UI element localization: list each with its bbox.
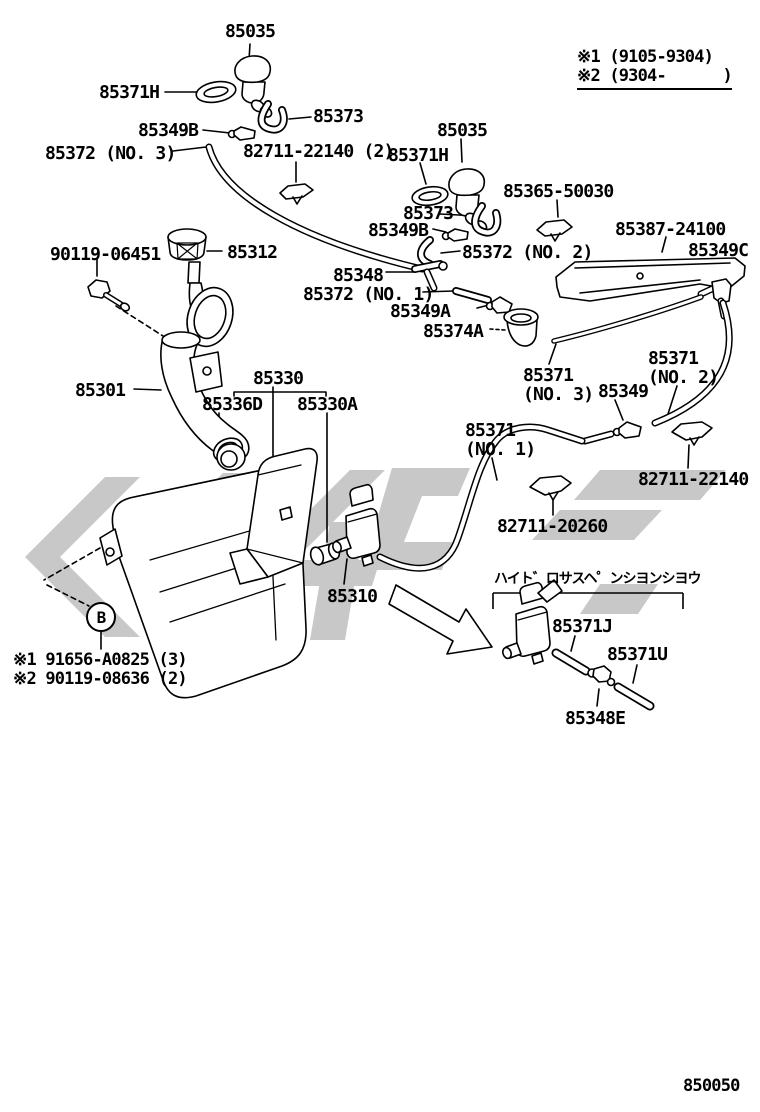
hose-85371-no1 [376,423,586,572]
hose-85371-no3 [551,294,704,344]
part-label: 85348E [565,708,626,729]
part-label: 85371 (NO. 1) [465,420,536,460]
legend-note-1: ※1 91656-A0825 (3) [13,650,188,670]
part-label: 85371 (NO. 2) [648,348,719,388]
hose-85373-2 [471,202,502,237]
usage-note: ハイト゛ロサスヘ゜ンシヨンシヨウ [494,571,701,587]
part-label: 85371U [607,644,668,665]
part-label: 85371H [99,82,160,103]
grommet-85374a [503,308,539,347]
hose-85372-no2 [417,236,434,268]
hose-85372-no3 [205,143,426,273]
part-label: 85387-24100 [615,219,726,240]
part-label: 82711-22140 [638,469,749,490]
part-label: 85373 [313,106,364,127]
hose-85371u [613,682,655,711]
part-label: 85349 [598,381,649,402]
part-label: 82711-22140 (2) [243,141,394,162]
part-label: 85035 [225,21,276,42]
clamp-82711-20260 [529,475,572,501]
joint-85349 [612,421,642,439]
joint-85348e [587,665,616,687]
part-label: 85349B [138,120,199,141]
part-label: 85349A [390,301,451,322]
part-label: 85301 [75,380,126,401]
balloon-b-circle [86,602,116,632]
joint-85349b-1 [227,126,256,141]
part-label: 85310 [327,586,378,607]
figure-code: 850050 [683,1076,740,1096]
bolt-90119-06451 [87,279,131,312]
cowl-nozzle-strip-85387 [555,257,746,302]
part-label: 85372 (NO. 3) [45,143,176,164]
revision-note: ※1 (9105-9304) ※2 (9304- ) [577,47,733,90]
part-label: 85372 (NO. 1) [303,284,434,305]
part-label: 85349C [688,240,749,261]
direction-arrow [388,584,493,655]
part-label: 85348 [333,265,384,286]
part-label: 85365-50030 [503,181,614,202]
part-label: 82711-20260 [497,516,608,537]
part-label: 90119-06451 [50,244,161,265]
washer-nozzle-1 [234,55,273,118]
hose-85373-1 [257,100,288,134]
nozzle-gasket-1 [195,80,237,104]
seal-ring [186,286,234,348]
tee-joint-85348 [411,260,448,292]
bracket-85330 [229,447,318,585]
revision-note-line1: ※1 (9105-9304) [577,47,714,67]
legend-note-2: ※2 90119-08636 (2) [13,669,188,689]
parts-drawings [87,55,746,711]
grommet-85336d [216,443,246,471]
part-label: 85312 [227,242,278,263]
balloon-b-label: B [96,608,107,627]
part-label: 85374A [423,321,484,342]
part-label: 85371H [388,145,449,166]
clamp-82711-22140-top [279,183,314,205]
part-label: 85373 [403,203,454,224]
clamp-82711-22140-right [671,421,713,446]
part-label: 85349B [368,220,429,241]
part-label: 85372 (NO. 2) [462,242,593,263]
part-label: 85330 [253,368,304,389]
part-label: 85371 (NO. 3) [523,365,594,405]
hose-85372-no1 [452,287,492,304]
tube-near-85349 [581,430,615,445]
hose-85371j [551,648,591,676]
pump-85310 [332,483,381,567]
washer-nozzle-2 [448,168,488,232]
joint-85349b-2 [441,228,469,242]
revision-note-line2: ※2 (9304- ) [577,66,733,86]
pump-hydro-suspension [502,579,563,665]
clamp-85365-50030 [536,219,573,242]
part-label: 85330A [297,394,358,415]
nozzle-gasket-2 [411,185,449,207]
part-label: 85336D [202,394,263,415]
part-label: 85371J [552,616,613,637]
hose-85371-no2 [651,299,733,427]
part-label: 85035 [437,120,488,141]
